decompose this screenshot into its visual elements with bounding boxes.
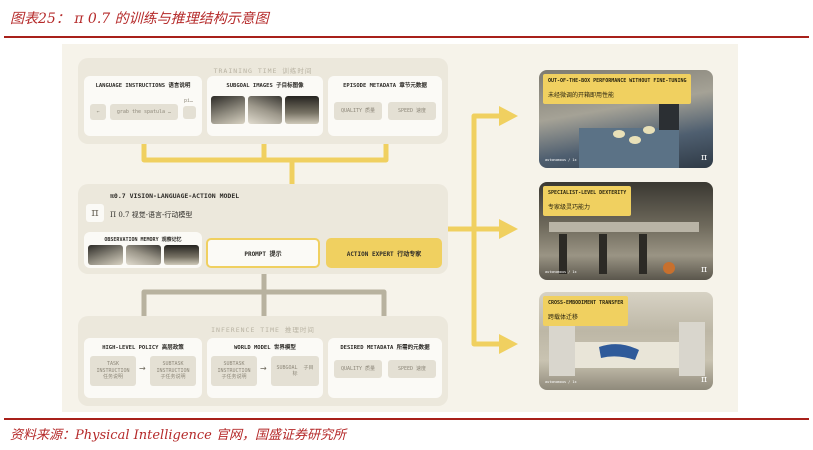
prev-instruction-chip: ←: [90, 104, 106, 120]
scene-1-shapes: [579, 90, 679, 168]
output-1-en: OUT-OF-THE-BOX PERFORMANCE WITHOUT FINE-…: [548, 78, 687, 84]
subgoal-thumb-1: [211, 96, 245, 124]
model-title: π0.7 VISION-LANGUAGE-ACTION MODEL: [110, 192, 240, 200]
training-panel: TRAINING TIME 训练时间 LANGUAGE INSTRUCTIONS…: [78, 58, 448, 144]
output-2-pi-mark: π: [701, 265, 707, 275]
output-1-label: OUT-OF-THE-BOX PERFORMANCE WITHOUT FINE-…: [543, 74, 692, 104]
subgoal-images-card: SUBGOAL IMAGES 子目标图像: [207, 76, 323, 136]
hlp-subtask-chip: SUBTASK INSTRUCTION 子任务说明: [150, 356, 196, 386]
output-photo-2: SPECIALIST-LEVEL DEXTERITY 专家级灵巧能力 auton…: [539, 182, 713, 280]
obs-thumb-3: [164, 245, 199, 265]
top-rule: [4, 36, 809, 38]
observation-memory-title: OBSERVATION MEMORY 观察记忆: [104, 237, 182, 243]
prompt-box: PROMPT 提示: [206, 238, 320, 268]
output-1-pi-mark: π: [701, 153, 707, 163]
high-level-policy-card: HIGH-LEVEL POLICY 高层政策 TASK INSTRUCTION …: [84, 338, 202, 398]
observation-memory-card: OBSERVATION MEMORY 观察记忆: [84, 232, 202, 268]
bottom-rule: [4, 418, 809, 420]
action-expert-label: ACTION EXPERT 行动专家: [346, 250, 422, 258]
output-top-arrowhead: [499, 106, 518, 126]
output-bot-arrowhead: [499, 334, 518, 354]
output-1-cn: 未经微调的开箱即用性能: [548, 91, 615, 99]
inference-panel: INFERENCE TIME 推理时间 HIGH-LEVEL POLICY 高层…: [78, 316, 448, 406]
scene-3-shapes: [549, 322, 705, 376]
output-2-caption: autonomous / 1x: [545, 270, 577, 274]
world-model-card: WORLD MODEL 世界模型 SUBTASK INSTRUCTION 子任务…: [207, 338, 323, 398]
inference-title: INFERENCE TIME 推理时间: [211, 326, 315, 334]
next-instruction-chip: [183, 106, 196, 119]
output-3-cn: 跨载体迁移: [548, 313, 579, 321]
train-left-connector: [141, 136, 295, 194]
world-subtask-chip: SUBTASK INSTRUCTION 子任务说明: [211, 356, 257, 386]
language-instructions-title: LANGUAGE INSTRUCTIONS 语言说明: [95, 83, 191, 89]
task-instruction-chip: TASK INSTRUCTION 任务说明: [90, 356, 136, 386]
prompt-label: PROMPT 提示: [244, 250, 282, 258]
subgoal-thumb-3: [285, 96, 319, 124]
desired-quality-chip: QUALITY 质量: [334, 360, 382, 378]
obs-thumb-2: [126, 245, 161, 265]
world-arrow: →: [260, 364, 267, 373]
world-subgoal-chip: SUBGOAL 子目 标: [271, 356, 319, 386]
output-3-en: CROSS-EMBODIMENT TRANSFER: [548, 300, 624, 306]
instruction-peek-text: pi…: [184, 98, 194, 104]
episode-speed-chip: SPEED 速度: [388, 102, 436, 120]
output-photo-3: CROSS-EMBODIMENT TRANSFER 跨载体迁移 autonomo…: [539, 292, 713, 390]
output-top-connector: [442, 113, 502, 232]
output-3-caption: autonomous / 1x: [545, 380, 577, 384]
output-2-label: SPECIALIST-LEVEL DEXTERITY 专家级灵巧能力: [543, 186, 632, 216]
source-note: 资料来源：Physical Intelligence 官网，国盛证券研究所: [10, 428, 347, 443]
desired-metadata-card: DESIRED METADATA 所需的元数据 QUALITY 质量 SPEED…: [328, 338, 442, 398]
diagram-canvas: TRAINING TIME 训练时间 LANGUAGE INSTRUCTIONS…: [62, 44, 738, 412]
desired-metadata-title: DESIRED METADATA 所需的元数据: [340, 345, 430, 351]
output-3-label: CROSS-EMBODIMENT TRANSFER 跨载体迁移: [543, 296, 629, 326]
pi-icon: π: [86, 204, 104, 222]
action-expert-box: ACTION EXPERT 行动专家: [326, 238, 442, 268]
hlp-arrow: →: [139, 364, 146, 373]
subgoal-thumb-2: [248, 96, 282, 124]
output-3-pi-mark: π: [701, 375, 707, 385]
world-model-title: WORLD MODEL 世界模型: [234, 345, 296, 351]
instruction-text-chip: grab the spatula …: [110, 104, 178, 120]
episode-metadata-card: EPISODE METADATA 章节元数据 QUALITY 质量 SPEED …: [328, 76, 442, 136]
language-instructions-card: LANGUAGE INSTRUCTIONS 语言说明 ← grab the sp…: [84, 76, 202, 136]
output-2-cn: 专家级灵巧能力: [548, 203, 591, 211]
episode-quality-chip: QUALITY 质量: [334, 102, 382, 120]
subgoal-images-title: SUBGOAL IMAGES 子目标图像: [226, 83, 304, 89]
vla-model-panel: π π0.7 VISION-LANGUAGE-ACTION MODEL Π 0.…: [78, 184, 448, 274]
training-title: TRAINING TIME 训练时间: [213, 67, 313, 75]
obs-thumb-1: [88, 245, 123, 265]
figure-title: 图表25： π 0.7 的训练与推理结构示意图: [10, 11, 269, 27]
episode-metadata-title: EPISODE METADATA 章节元数据: [343, 83, 427, 89]
model-subtitle: Π 0.7 视觉-语言-行动模型: [110, 211, 193, 219]
output-2-en: SPECIALIST-LEVEL DEXTERITY: [548, 190, 627, 196]
output-photo-1: OUT-OF-THE-BOX PERFORMANCE WITHOUT FINE-…: [539, 70, 713, 168]
desired-speed-chip: SPEED 速度: [388, 360, 436, 378]
train-right-connector: [292, 136, 389, 163]
output-mid-arrowhead: [499, 219, 518, 239]
output-1-caption: autonomous / 1x: [545, 158, 577, 162]
scene-2-shapes: [549, 222, 699, 274]
high-level-policy-title: HIGH-LEVEL POLICY 高层政策: [102, 345, 184, 351]
output-bot-connector: [471, 229, 502, 347]
